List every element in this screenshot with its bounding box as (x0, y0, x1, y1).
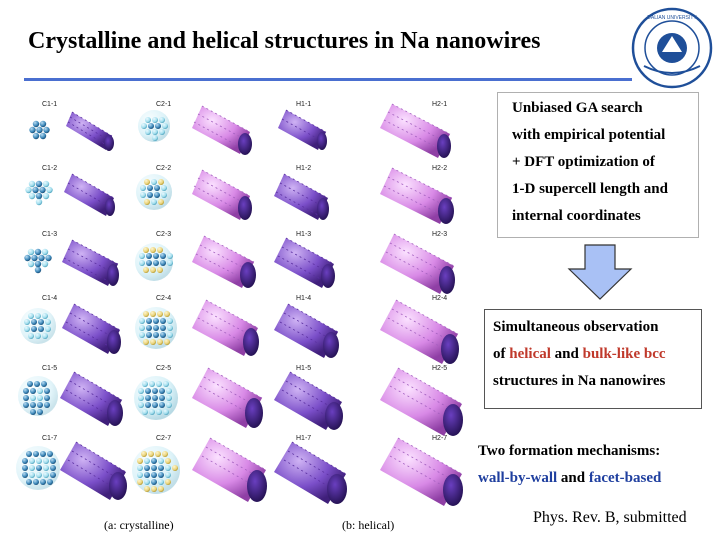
structure-label: C1-7 (42, 435, 57, 442)
method-line: internal coordinates (512, 208, 641, 224)
structure-label: C1-2 (42, 165, 57, 172)
cross-section-c2-2 (136, 174, 172, 210)
structure-label: C1-1 (42, 101, 57, 108)
helical-highlight: helical (509, 346, 551, 362)
structure-label: H1-4 (296, 295, 311, 302)
structure-label: C1-4 (42, 295, 57, 302)
method-line: 1-D supercell length and (512, 181, 668, 197)
structures-figure: C1-1 C2-1 H1-1 H2-1 C1-2 C2-2 H1-2 H2-2 … (16, 101, 463, 506)
facet-based-highlight: facet-based (588, 470, 662, 486)
structure-label: H2-4 (432, 295, 447, 302)
structure-label: H1-5 (296, 365, 311, 372)
caption-crystalline: (a: crystalline) (104, 518, 174, 532)
structure-label: H2-7 (432, 435, 447, 442)
title-underline (24, 78, 632, 81)
structure-label: H2-1 (432, 101, 447, 108)
nanowire-c1-2 (64, 173, 115, 216)
mechanism-line: Two formation mechanisms: (478, 443, 661, 459)
nanowire-c2-1 (192, 105, 252, 155)
structure-label: H1-1 (296, 101, 311, 108)
method-box: Unbiased GA search with empirical potent… (497, 92, 699, 238)
nanowire-c2-2 (192, 169, 252, 220)
structure-label: H2-2 (432, 165, 447, 172)
nanowire-c1-7 (60, 441, 127, 500)
caption-helical: (b: helical) (342, 518, 395, 532)
bcc-highlight: bulk-like bcc (582, 346, 666, 362)
method-line: Unbiased GA search (512, 100, 643, 116)
cross-section-c2-1 (138, 110, 170, 142)
nanowire-h1-5 (274, 371, 343, 430)
cross-section-c1-1 (29, 120, 50, 140)
observation-line: structures in Na nanowires (493, 373, 666, 389)
structure-label: H1-7 (296, 435, 311, 442)
structure-label: C1-3 (42, 231, 57, 238)
structure-label: C2-2 (156, 165, 171, 172)
nanowire-c2-7 (192, 437, 267, 502)
wall-by-wall-highlight: wall-by-wall (478, 470, 558, 486)
nanowire-c2-4 (192, 299, 259, 356)
nanowire-c1-1 (66, 111, 114, 151)
cross-section-c2-3 (135, 243, 173, 281)
nanowire-c1-4 (62, 303, 121, 354)
structure-label: H2-3 (432, 231, 447, 238)
nanowire-h1-4 (274, 303, 339, 358)
cross-section-c2-4 (135, 307, 177, 349)
observation-text: of (493, 346, 510, 362)
mechanism-text: and (557, 470, 589, 486)
cross-section-c2-7 (132, 446, 180, 494)
university-logo: DALIAN UNIVERSITY (631, 7, 713, 89)
observation-text: and (550, 346, 583, 362)
nanowire-h2-4 (380, 299, 459, 364)
structure-label: H1-3 (296, 231, 311, 238)
cross-section-c1-7 (16, 446, 60, 490)
nanowire-c1-5 (60, 371, 123, 426)
structure-label: C2-5 (156, 365, 171, 372)
nanowire-h2-7 (380, 437, 463, 506)
structure-label: C2-4 (156, 295, 171, 302)
nanowire-c2-5 (192, 367, 263, 428)
nanowire-c1-3 (62, 239, 119, 286)
nanowire-h1-2 (274, 173, 329, 220)
observation-line: Simultaneous observation (493, 319, 659, 335)
cross-section-c1-4 (20, 308, 56, 344)
structure-label: C2-7 (156, 435, 171, 442)
nanowire-h2-5 (380, 367, 463, 436)
mechanism-box: Two formation mechanisms: wall-by-wall a… (474, 438, 718, 498)
svg-text:DALIAN UNIVERSITY: DALIAN UNIVERSITY (647, 15, 697, 21)
structure-label: C2-1 (156, 101, 171, 108)
structure-label: H2-5 (432, 365, 447, 372)
observation-box: Simultaneous observation of helical and … (484, 309, 702, 409)
structure-label: H1-2 (296, 165, 311, 172)
nanowire-c2-3 (192, 235, 256, 288)
citation: Phys. Rev. B, submitted (533, 509, 687, 526)
cross-section-c1-2 (25, 180, 53, 206)
nanowire-h1-3 (274, 237, 335, 288)
cross-section-c1-5 (18, 376, 58, 416)
nanowire-h1-1 (278, 109, 327, 150)
structure-label: C2-3 (156, 231, 171, 238)
page-title: Crystalline and helical structures in Na… (28, 28, 541, 54)
structure-label: C1-5 (42, 365, 57, 372)
nanowire-h2-1 (380, 103, 451, 158)
method-line: + DFT optimization of (512, 154, 655, 170)
method-line: with empirical potential (512, 127, 666, 143)
cross-section-c1-3 (24, 248, 52, 274)
mechanism-line: wall-by-wall and facet-based (478, 465, 714, 492)
cross-section-c2-5 (134, 376, 178, 420)
down-arrow-icon (567, 244, 633, 300)
observation-line: of helical and bulk-like bcc (493, 341, 693, 368)
nanowire-h1-7 (274, 441, 347, 504)
nanowire-h2-2 (380, 167, 454, 224)
nanowire-h2-3 (380, 233, 455, 294)
